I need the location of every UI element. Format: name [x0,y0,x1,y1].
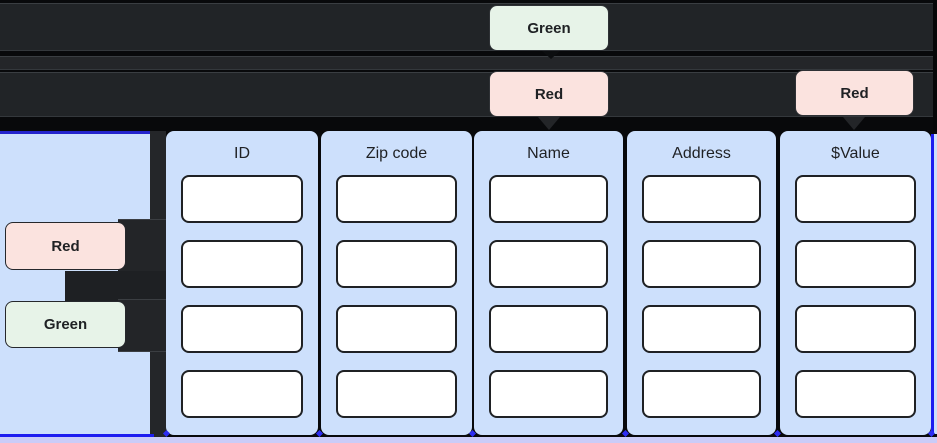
column-header-id: ID [234,145,250,162]
table-column-partial [934,134,937,434]
bottom-lavender-strip [0,437,937,443]
table-cell[interactable] [795,370,916,418]
table-column-value[interactable]: $Value [780,131,931,435]
callout-tail-red-1 [538,117,560,130]
selection-line-right [931,134,934,434]
column-header-address: Address [672,145,731,162]
table-cell[interactable] [181,305,303,353]
dark-row-band-divider [0,56,937,70]
table-cell[interactable] [795,175,916,223]
table-column-address[interactable]: Address [627,131,776,435]
table-column-id[interactable]: ID [166,131,318,435]
callout-tail-red-2 [843,117,865,130]
column-header-value: $Value [831,145,880,162]
selection-line-bottom [0,434,154,437]
table-cell[interactable] [795,240,916,288]
table-column-zip-code[interactable]: Zip code [321,131,472,435]
column-header-name: Name [527,145,570,162]
selection-line-top [0,131,150,134]
chip-red-value-column[interactable]: Red [795,70,914,116]
table-cell[interactable] [181,175,303,223]
table-cell[interactable] [795,305,916,353]
table-cell[interactable] [489,305,608,353]
table-cell[interactable] [642,240,761,288]
band-right-edge [933,0,937,131]
table-cell[interactable] [489,370,608,418]
table-column-name[interactable]: Name [474,131,623,435]
table-cell[interactable] [336,175,457,223]
chip-red-name-column[interactable]: Red [489,71,609,117]
chip-green-left-panel[interactable]: Green [5,301,126,348]
table-cell[interactable] [489,175,608,223]
chip-green-top[interactable]: Green [489,5,609,51]
callout-tail-green [542,51,560,59]
table-cell[interactable] [336,240,457,288]
table-cell[interactable] [336,370,457,418]
anchor-dot[interactable] [773,429,782,438]
table-cell[interactable] [489,240,608,288]
table-cell[interactable] [642,305,761,353]
table-cell[interactable] [181,240,303,288]
table-cell[interactable] [181,370,303,418]
left-chip-band-green [118,299,166,352]
table-cell[interactable] [336,305,457,353]
left-chip-band-red [118,219,166,273]
table-cell[interactable] [642,370,761,418]
dark-row-band-1 [0,3,937,51]
dark-row-band-2 [0,72,937,117]
left-chip-connector [65,271,166,301]
chip-red-left-panel[interactable]: Red [5,222,126,270]
table-cell[interactable] [642,175,761,223]
column-header-zip-code: Zip code [365,145,428,162]
